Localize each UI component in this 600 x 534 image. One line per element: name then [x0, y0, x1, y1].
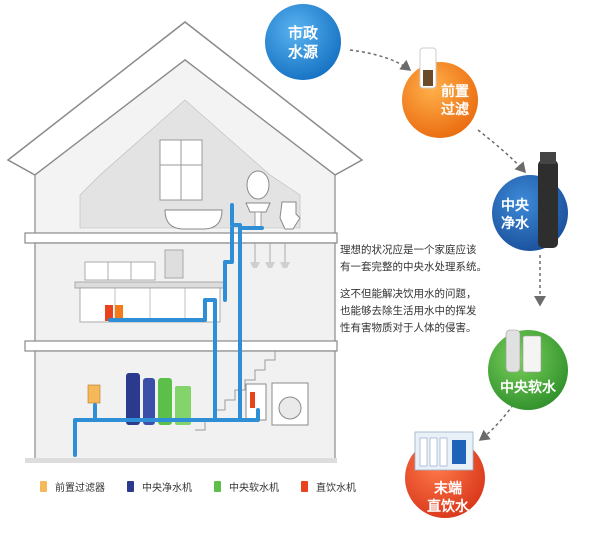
drinking-water-unit [105, 305, 113, 321]
bathtub [164, 209, 223, 230]
softener-icon [505, 329, 521, 373]
purifier-swatch-icon [127, 480, 134, 492]
description-paragraph-1: 理想的状况应是一个家庭应该 有一套完整的中央水处理系统。 [340, 242, 500, 276]
flow-arrows [349, 49, 546, 441]
flow-step-drinking: 末端 直饮水 [405, 431, 485, 518]
description-line: 这不但能解决饮用水的问题， [340, 288, 477, 300]
water-pipes [73, 203, 264, 457]
upper-cabinets [84, 261, 156, 281]
flow-step-softener-label: 中央软水 [500, 379, 557, 396]
purifier-icon [538, 160, 558, 248]
legend-label: 直饮水机 [316, 482, 356, 494]
legend-label: 中央软水机 [229, 482, 279, 494]
flow-step-drinking-line1: 末端 [434, 480, 462, 497]
flow-step-municipal-line1: 市政 [288, 24, 319, 42]
flow-step-central-purify: 中央 净水 [492, 152, 568, 251]
legend-item-softener: 中央软水机 [214, 478, 279, 494]
description-line: 有一套完整的中央水处理系统。 [340, 261, 487, 273]
flow-step-drinking-line2: 直饮水 [427, 498, 470, 515]
sink [245, 202, 271, 213]
floor-slab-lower [24, 340, 338, 352]
legend-item-drinking: 直饮水机 [301, 478, 356, 494]
softener-tank [158, 378, 172, 425]
floor-slab-upper [24, 232, 338, 244]
pre-filter-swatch-icon [40, 480, 47, 492]
flow-step-central-purify-line2: 净水 [501, 215, 530, 232]
description-paragraph-2: 这不但能解决饮用水的问题， 也能够去除生活用水中的挥发 性有害物质对于人体的侵害… [340, 286, 500, 337]
flow-step-pre-filter-line1: 前置 [441, 83, 469, 100]
flow-step-municipal-line2: 水源 [288, 43, 318, 61]
softener-swatch-icon [214, 480, 221, 492]
pre-filter-device [87, 384, 101, 404]
house [6, 21, 364, 463]
legend-item-purifier: 中央净水机 [127, 478, 192, 494]
central-purifier-tank [126, 373, 140, 425]
description-line: 性有害物质对于人体的侵害。 [340, 322, 477, 334]
legend: 前置过滤器 中央净水机 中央软水机 直饮水机 [40, 478, 378, 494]
toilet [279, 201, 301, 230]
legend-label: 前置过滤器 [55, 482, 105, 494]
legend-label: 中央净水机 [142, 482, 192, 494]
range-hood [164, 249, 184, 279]
flow-step-pre-filter-line2: 过滤 [441, 101, 469, 118]
flow-step-municipal: 市政 水源 [265, 4, 341, 80]
description-line: 理想的状况应是一个家庭应该 [340, 244, 477, 256]
description-line: 也能够去除生活用水中的挥发 [340, 305, 477, 317]
flow-step-central-purify-line1: 中央 [501, 197, 530, 214]
kitchen-counter [74, 281, 226, 289]
ground [25, 458, 337, 463]
drinking-swatch-icon [301, 480, 308, 492]
flow-step-softener: 中央软水 [488, 329, 568, 410]
legend-item-pre-filter: 前置过滤器 [40, 478, 105, 494]
mirror [246, 170, 270, 200]
flow-step-pre-filter: 前置 过滤 [402, 47, 478, 138]
